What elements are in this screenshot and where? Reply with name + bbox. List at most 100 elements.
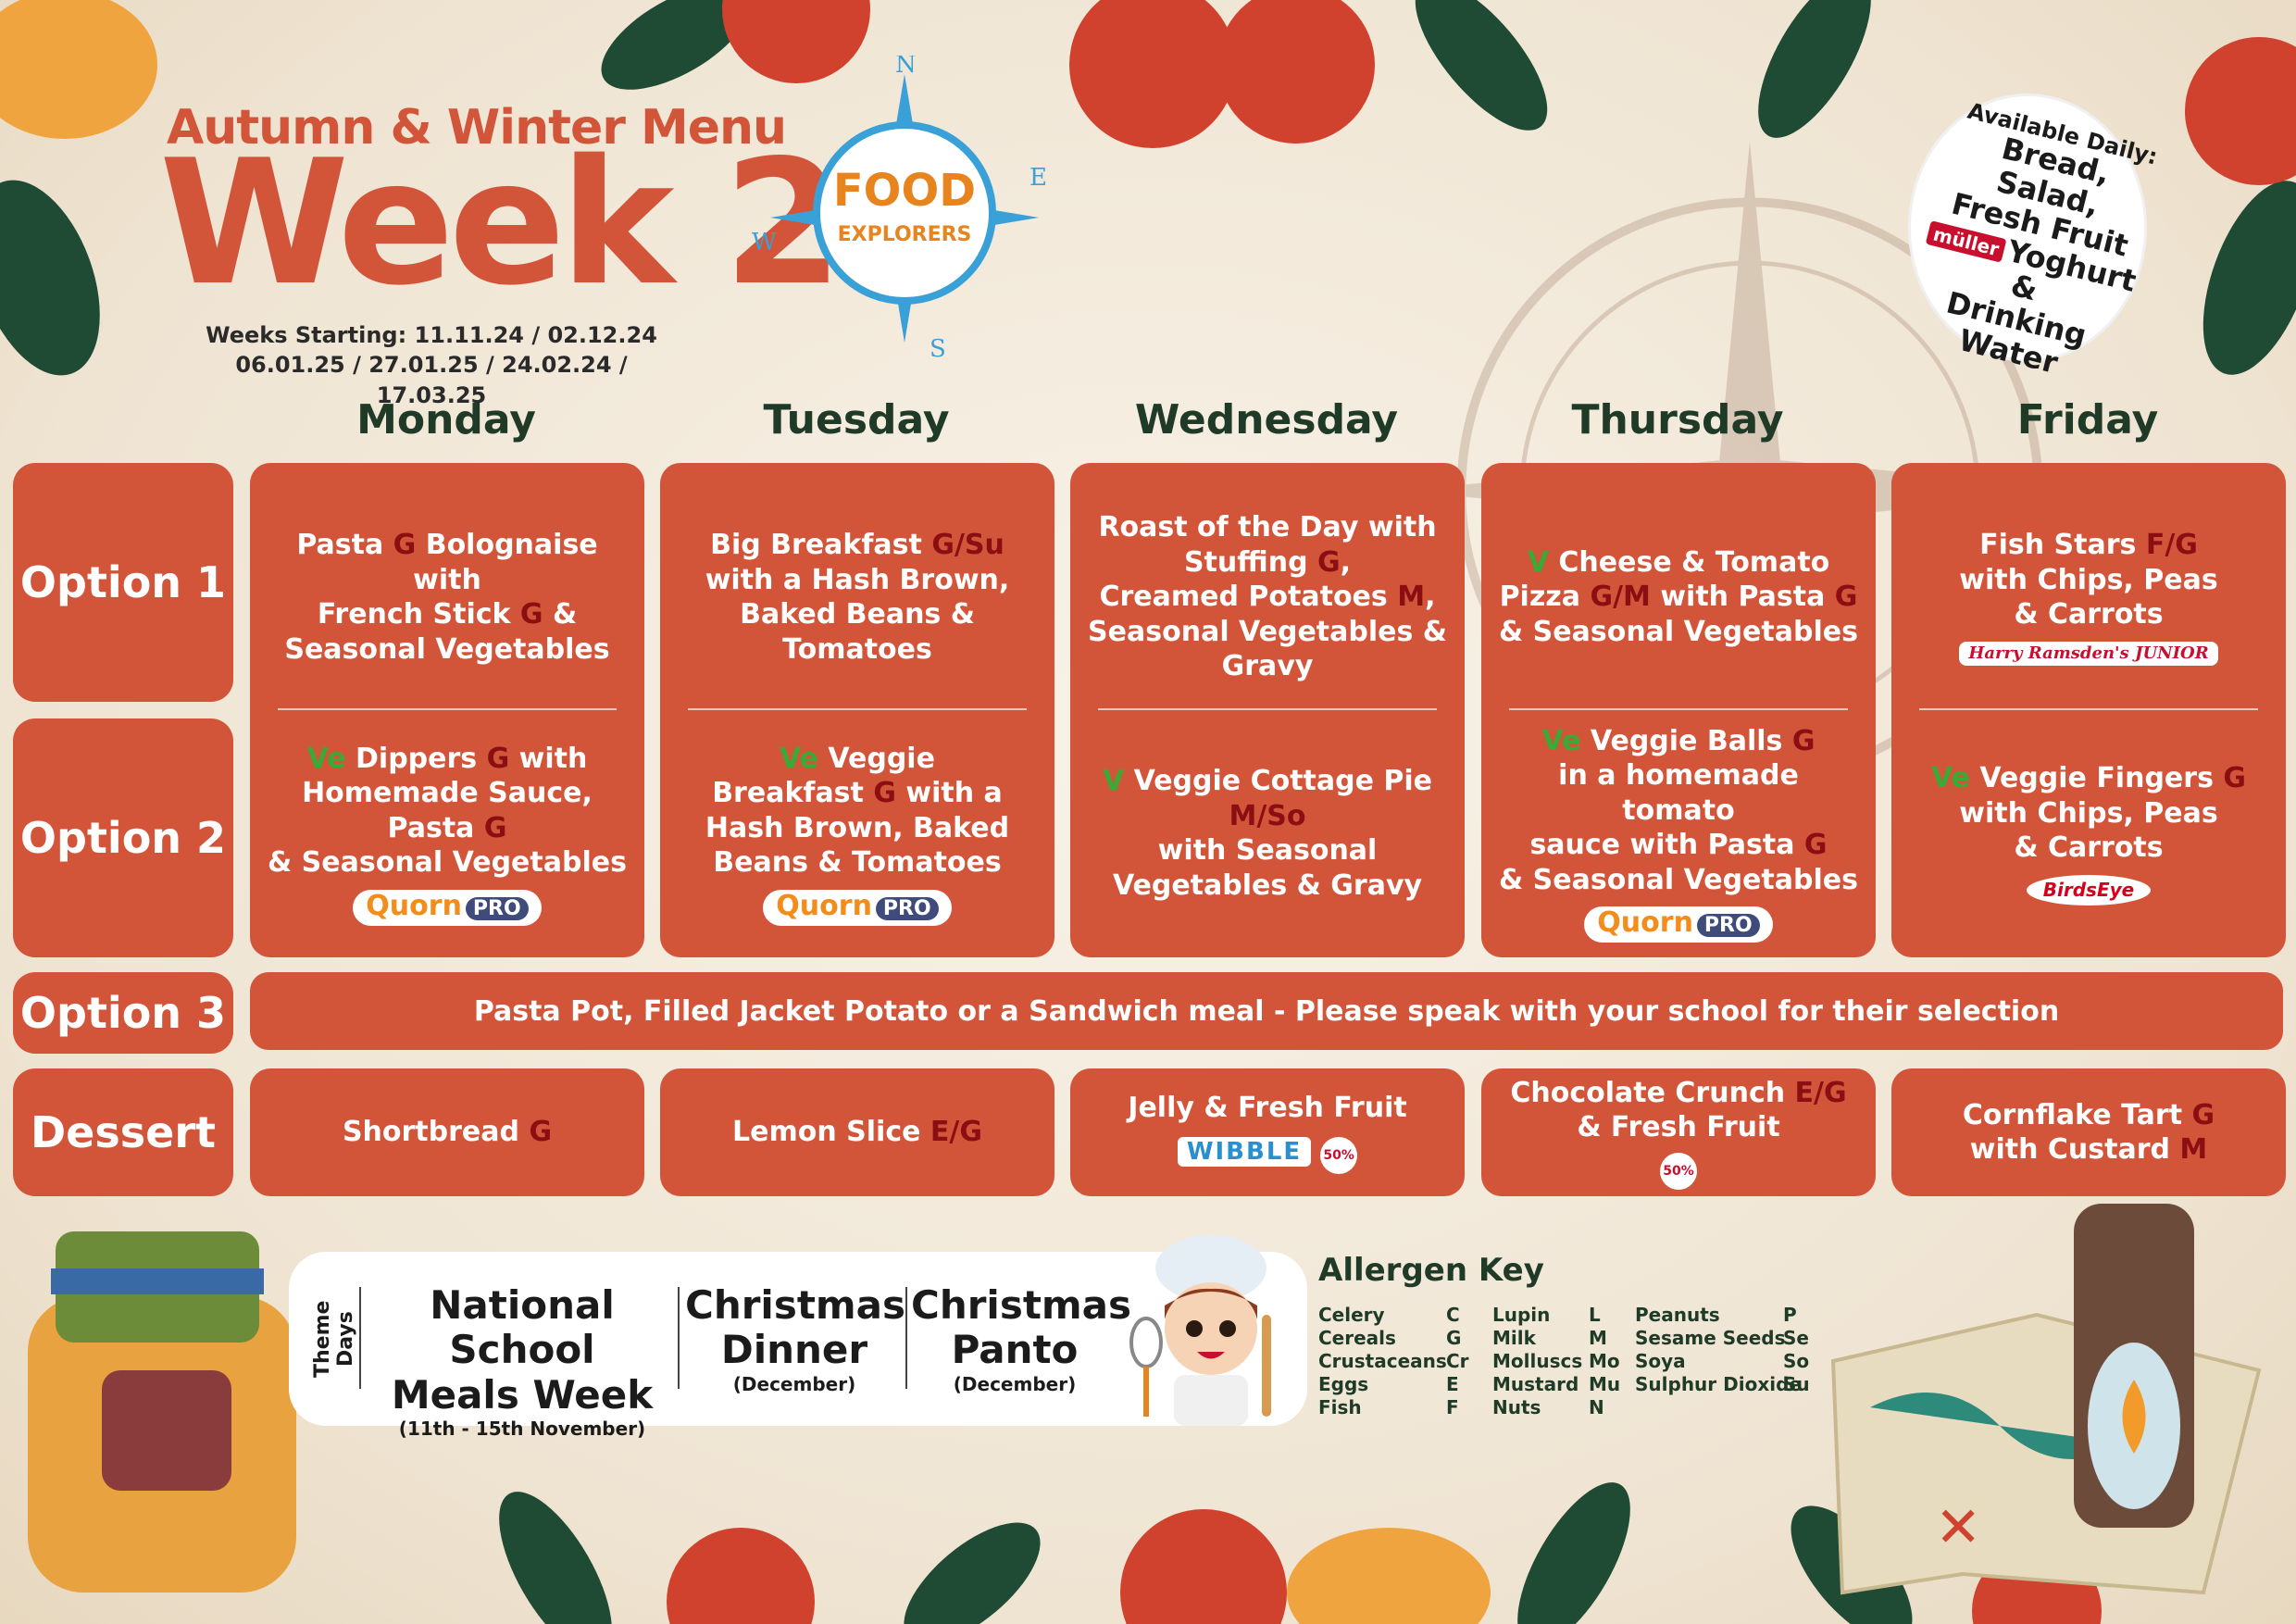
allergen-code: L [1589,1304,1601,1326]
allergen-name: Nuts [1492,1396,1541,1418]
allergen-name: Milk [1492,1327,1536,1349]
text: Veggie Cottage Pie [1124,765,1433,797]
allergen-code: M [2179,1133,2208,1166]
allergen-name: Molluscs [1492,1350,1583,1372]
text: French Stick [317,598,520,631]
text: with Chips, Peas [1959,563,2218,596]
logo-w: W [752,229,777,256]
allergen-code: G [393,529,417,561]
wednesday-option-1: Roast of the Day with Stuffing G, Creame… [1087,491,1448,704]
logo-e: E [1029,164,1047,192]
text: with Pasta [1650,581,1835,614]
text: sauce with Pasta [1529,829,1804,862]
logo-n: N [895,56,917,79]
text: Creamed Potatoes [1099,581,1398,614]
text: & Seasonal Vegetables [1499,863,1858,896]
allergen-code: G [1791,724,1816,757]
allergen-name: Celery [1318,1304,1385,1326]
text: Chocolate Crunch [1510,1076,1795,1109]
allergen-name: Crustaceans [1318,1350,1447,1372]
row-label-option-1: Option 1 [13,463,233,702]
day-heading-thursday: Thursday [1571,396,1784,443]
logo-s: S [930,335,946,361]
text: with [509,742,588,775]
allergen-code: M/So [1229,799,1306,832]
allergen-code: M [1397,581,1426,614]
allergen-code: M [1589,1327,1607,1349]
logo-text-explorers: EXPLORERS [838,223,972,246]
allergen-code: E/G [930,1116,982,1149]
text: Hash Brown, Baked [705,811,1010,844]
allergen-code: P [1783,1304,1797,1326]
theme-days-label: Theme Days [311,1300,357,1378]
text: Baked Beans & Tomatoes [740,598,975,666]
brand-pro: PRO [465,896,529,920]
allergen-code: Su [1783,1373,1810,1395]
row-label-option-2: Option 2 [13,718,233,957]
allergen-code: G [1803,829,1828,862]
dessert-thursday: Chocolate Crunch E/G & Fresh Fruit 50% [1481,1068,1876,1196]
wednesday-option-2: V Veggie Cottage Pie M/So with Seasonal … [1087,722,1448,944]
vegan-marker: Ve [780,742,818,775]
text: with Seasonal [1157,834,1378,867]
text: Bolognaise with [413,529,598,596]
divider [1919,708,2258,710]
row-label-option-3: Option 3 [13,972,233,1054]
brand-pro: PRO [1696,914,1760,938]
allergen-key-title: Allergen Key [1318,1252,1544,1289]
allergen-code: E [1446,1373,1459,1395]
allergen-code: C [1446,1304,1460,1326]
allergen-code: G [529,1116,553,1149]
theme-separator [905,1287,907,1389]
menu-subtitle: Autumn & Winter Menu [167,100,787,156]
theme-title: National School [430,1282,615,1373]
text: & Fresh Fruit [1577,1111,1780,1143]
text: & Carrots [2014,831,2164,865]
allergen-name: Sesame Seeds [1635,1327,1786,1349]
thursday-option-2: Ve Veggie Balls G in a homemade tomato s… [1498,722,1859,944]
allergen-name: Eggs [1318,1373,1369,1395]
text: , [1340,545,1352,579]
birdseye-logo: BirdsEye [2026,874,2152,906]
allergen-code: F/G [2145,529,2198,561]
option-3-banner: Pasta Pot, Filled Jacket Potato or a San… [250,972,2283,1050]
text: Big Breakfast [710,529,932,561]
allergen-code: So [1783,1350,1810,1372]
allergen-code: G [873,777,896,809]
text: Lemon Slice [732,1116,930,1149]
svg-text:✕: ✕ [1935,1495,1981,1560]
thursday-option-1: V Cheese & Tomato Pizza G/M with Pasta G… [1498,491,1859,704]
text: Shortbread [342,1116,530,1149]
day-card-tuesday: Big Breakfast G/Su with a Hash Brown, Ba… [660,463,1054,957]
day-card-friday: Fish Stars F/G with Chips, Peas & Carrot… [1891,463,2286,957]
theme-title: Panto [951,1327,1079,1373]
day-heading-friday: Friday [2016,396,2159,443]
theme-title: Christmas [911,1282,1132,1328]
text: Seasonal Vegetables & Gravy [1088,615,1447,683]
text: , [1425,581,1436,614]
allergen-code: G/Su [931,529,1004,561]
text: Cornflake Tart [1962,1098,2192,1131]
day-card-monday: Pasta G Bolognaise with French Stick G &… [250,463,644,957]
dessert-tuesday: Lemon Slice E/G [660,1068,1054,1196]
tuesday-option-2: Ve Veggie Breakfast G with a Hash Brown,… [677,722,1038,944]
fifty-percent-fruit-icon: 50% [1320,1136,1358,1174]
theme-date: (11th - 15th November) [398,1417,646,1440]
harry-ramsdens-logo: Harry Ramsden's JUNIOR [1959,641,2218,666]
brand-pro: PRO [875,896,939,920]
friday-option-2: Ve Veggie Fingers G with Chips, Peas & C… [1908,722,2269,944]
text: Dippers [345,742,487,775]
allergen-code: F [1446,1396,1459,1418]
allergen-code: G [486,742,510,775]
text: Roast of the Day with [1098,511,1437,544]
text: Fish Stars [1979,529,2146,561]
text: Jelly & Fresh Fruit [1128,1092,1407,1125]
text: Pizza [1499,581,1591,614]
theme-days-panel [289,1252,1307,1426]
row-label-dessert: Dessert [13,1068,233,1196]
